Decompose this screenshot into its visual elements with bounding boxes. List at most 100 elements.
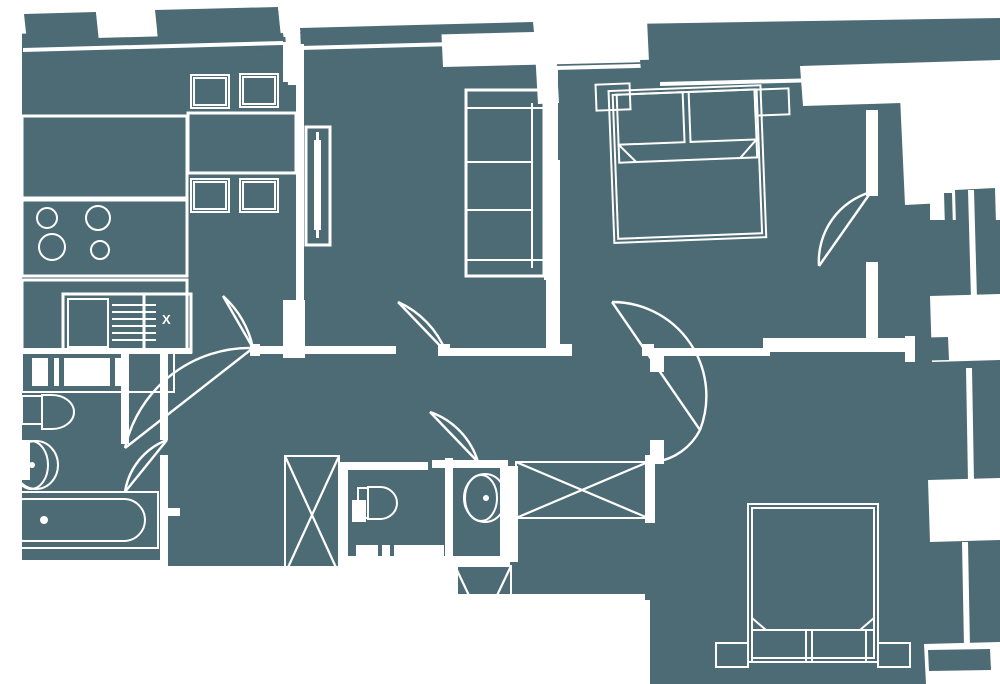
sliding-door-partition	[296, 44, 332, 344]
door-bathroom-main-arc	[123, 438, 168, 493]
window-right-3-mullion	[962, 542, 970, 648]
bathtub-drain	[40, 516, 48, 524]
wardrobe-lr-jamb	[638, 612, 648, 678]
door-living	[221, 295, 255, 349]
basin-main-drain	[29, 462, 35, 468]
guest-vanity-drawers	[356, 545, 444, 559]
wall-kitchen-bottom	[22, 348, 192, 354]
door-bedroom-master-leaf	[611, 301, 701, 431]
window-right-1	[955, 188, 998, 300]
door-entry-arc	[166, 571, 219, 630]
wall-pillar-1	[285, 300, 305, 354]
bed-master-fold-right	[737, 136, 759, 160]
right-wall-nub	[905, 337, 949, 361]
door-living-arc	[222, 295, 255, 349]
pillow-master-left	[615, 91, 686, 146]
wall-bottom-vert	[448, 560, 458, 684]
right-gap-3	[928, 478, 1000, 542]
wall-bath-right	[160, 352, 168, 440]
wall-top-thin-d	[640, 56, 803, 70]
door-kitchen	[123, 346, 254, 449]
gap-top-big	[440, 0, 649, 67]
jamb-living-left	[250, 344, 260, 356]
nub-bath-2	[121, 348, 129, 444]
door-kitchen-arc	[123, 346, 254, 449]
dining-chair-2	[239, 73, 279, 108]
wall-hall-top-4	[763, 338, 911, 352]
vanity-drawer-2	[54, 358, 59, 386]
vanity-drawer-3	[64, 358, 110, 386]
sink-basin	[67, 298, 109, 348]
nightstand-master-left	[594, 82, 632, 112]
shelf-top-gap	[544, 66, 558, 162]
bathtub	[2, 491, 159, 549]
window-right-1b	[944, 193, 955, 300]
washbasin-main	[13, 440, 59, 490]
door-bedroom-master-ext	[817, 110, 878, 338]
wall-hall-top-3	[650, 348, 770, 356]
wardrobe-hall-left	[283, 455, 341, 575]
wardrobe-hall-right	[515, 455, 655, 523]
dining-chair-3	[190, 178, 230, 213]
window-right-1-mullion	[968, 190, 977, 299]
nub-top-1	[283, 42, 293, 82]
wardrobe-ll-x2	[454, 565, 512, 684]
wall-hall-top-2	[446, 348, 566, 356]
window-right-2b	[940, 370, 950, 483]
carve-bottom-left	[0, 570, 168, 684]
guest-drawer-2	[382, 545, 390, 559]
bottom-left-edge	[0, 560, 168, 574]
door-entry	[166, 571, 219, 630]
washbasin-guest	[463, 473, 507, 523]
door-kitchen-leaf	[124, 347, 254, 449]
door-midhall-arc	[397, 300, 448, 353]
door-bedroom-master-arc	[611, 300, 708, 431]
sink-drainboard	[112, 304, 156, 341]
wall-guestbath-top-2	[432, 460, 508, 468]
dining-chair-4	[239, 178, 279, 213]
nightstand-master-right	[753, 87, 791, 117]
wall-guestbath-bottom	[340, 556, 510, 566]
door-midhall-leaf	[397, 301, 447, 353]
right-sill	[928, 649, 991, 671]
wardrobe-hl-box	[284, 455, 340, 575]
carve-left-edge	[0, 0, 22, 684]
wardrobe-hr-jamb	[645, 455, 655, 523]
wall-bottom-right-horz	[455, 594, 645, 604]
door-bedroom-second-arc	[654, 429, 702, 464]
door-bedroom-master-ext-leaf	[818, 191, 872, 267]
window-right-3b	[936, 544, 946, 650]
burner-small-1	[36, 207, 58, 229]
slab-outline	[20, 0, 1000, 684]
wall-top-seg-a	[24, 12, 99, 42]
wall-top-band-gap1	[23, 41, 283, 52]
wall-guestbath-mid	[445, 458, 453, 566]
toilet-guest	[352, 486, 398, 522]
door-bedroom-second	[654, 429, 702, 464]
wall-top-seg-b	[155, 7, 281, 39]
partition-leaf-thin	[316, 132, 319, 238]
door-bathroom-guest-leaf	[429, 411, 479, 463]
wardrobe-hl-x2	[283, 455, 341, 575]
vanity-drawer-4	[115, 358, 121, 386]
wall-top-thin-c	[300, 22, 534, 38]
wall-bottom-hall	[168, 566, 458, 576]
guest-drawer-3	[394, 545, 444, 559]
wall-guestbath-left	[340, 462, 348, 562]
wall-guestbath-right	[500, 462, 508, 562]
wall-bath-right-2	[160, 455, 168, 570]
toilet-guest-bowl	[367, 486, 398, 520]
partition-frame	[304, 125, 332, 247]
door-bedroom-master	[611, 300, 708, 431]
door-bedroom-master-ext-arc	[817, 190, 872, 267]
bed-second	[747, 503, 879, 663]
jamb-hall-corner	[650, 352, 664, 372]
wall-hall-top-1	[258, 346, 396, 354]
washer-mark: X	[162, 312, 171, 327]
doors	[123, 110, 878, 630]
door-bathroom-guest-arc	[429, 410, 480, 463]
door-bathroom-guest	[429, 410, 480, 463]
wardrobe-hr-x2	[515, 460, 649, 520]
door-ext-jamb-top	[866, 110, 878, 196]
